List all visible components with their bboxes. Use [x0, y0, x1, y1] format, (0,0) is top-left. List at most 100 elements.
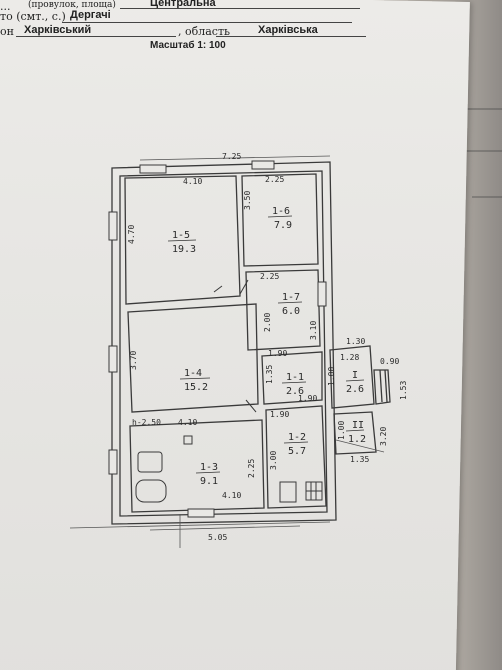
room-labels: 1-5 19.3 1-6 7.9 1-7 6.0 1-4 15.2 1-1 2.… — [167, 206, 366, 487]
window — [108, 449, 118, 475]
underline — [216, 36, 366, 37]
room-number: 1-3 — [200, 462, 218, 473]
dim-label: 1.90 — [268, 349, 287, 358]
room-area: 6.0 — [282, 306, 300, 317]
dim-label: 1.53 — [399, 381, 408, 400]
window — [139, 164, 167, 174]
dim-label: 3.10 — [309, 321, 318, 340]
room-area: 2.6 — [346, 384, 364, 395]
fixtures — [135, 279, 323, 503]
dim-label: 1.35 — [265, 365, 274, 384]
dim-label: 3.00 — [269, 451, 278, 470]
steps-outline — [373, 369, 391, 405]
scale-label: Масштаб 1: 100 — [150, 40, 226, 51]
dim-label: 1.28 — [340, 353, 359, 362]
background-rack — [466, 150, 502, 152]
room-1-3-outline — [129, 419, 265, 513]
dim-label: 0.90 — [380, 357, 399, 366]
room-divider — [267, 215, 293, 218]
room-number: I — [352, 370, 358, 381]
header-town-value: Дергачі — [70, 9, 111, 21]
room-number: 1-5 — [172, 230, 190, 241]
windows — [108, 160, 327, 518]
dim-label: h-2.50 — [132, 418, 161, 427]
underline — [16, 36, 176, 37]
header-district-value: Харківський — [24, 24, 92, 36]
dimension-line — [149, 525, 301, 531]
site-lines — [69, 155, 385, 548]
room-divider — [283, 441, 309, 444]
dim-label: 1.30 — [346, 337, 365, 346]
underline — [62, 22, 352, 23]
bathtub-icon — [135, 479, 167, 503]
room-area: 5.7 — [288, 446, 306, 457]
step-line — [384, 369, 388, 403]
window — [108, 211, 118, 241]
chimney-icon — [183, 435, 193, 445]
room-divider — [195, 471, 221, 474]
dim-label: 4.10 — [178, 418, 197, 427]
dim-label: 1.35 — [350, 455, 369, 464]
porch-i-outline — [329, 345, 375, 409]
dim-label: 2.25 — [260, 272, 279, 281]
background-rack — [472, 196, 502, 198]
header-street-caption: (провулок, площа) — [28, 0, 116, 10]
window — [108, 345, 118, 373]
room-divider — [179, 377, 211, 380]
header-district-caption: он — [0, 25, 14, 38]
room-1-2-outline — [265, 405, 327, 509]
room-1-5-outline — [124, 175, 241, 305]
room-area: 1.2 — [348, 434, 366, 445]
room-divider — [277, 301, 303, 304]
stove-icon — [279, 481, 297, 503]
dim-label: 3.20 — [379, 427, 388, 446]
dim-label: 2.00 — [263, 313, 272, 332]
dim-label: 4.10 — [183, 177, 202, 186]
room-number: 1-6 — [272, 206, 290, 217]
dimension-line — [139, 155, 331, 161]
dim-label: 2.25 — [265, 175, 284, 184]
door-arc — [245, 399, 257, 413]
room-1-7-outline — [245, 269, 321, 351]
dim-label: 3.70 — [129, 351, 138, 370]
header-region-value: Харківська — [258, 24, 318, 36]
dim-overall-top: 7.25 — [222, 152, 241, 161]
room-number: 1-7 — [282, 292, 300, 303]
ground-line — [335, 439, 385, 453]
window — [187, 508, 215, 518]
room-number: 1-1 — [286, 372, 304, 383]
door-arc — [213, 285, 223, 293]
room-1-1-outline — [261, 351, 323, 405]
room-number: 1-2 — [288, 432, 306, 443]
dim-label: 1.90 — [298, 394, 317, 403]
dim-label: 1.90 — [270, 410, 289, 419]
porch-ii-outline — [333, 411, 377, 455]
dim-label: 4.70 — [127, 225, 136, 244]
room-area: 15.2 — [184, 382, 208, 393]
room-1-4-outline — [127, 303, 259, 413]
outer-wall — [111, 161, 337, 525]
room-number: 1-4 — [184, 368, 202, 379]
dim-overall-bottom: 5.05 — [208, 533, 227, 542]
room-area: 19.3 — [172, 244, 196, 255]
room-area: 7.9 — [274, 220, 292, 231]
header-town-caption: то (смт., с.) — [0, 10, 66, 23]
dim-label: 3.50 — [243, 191, 252, 210]
window — [251, 160, 275, 170]
step-line — [379, 369, 383, 403]
sink-icon — [137, 451, 163, 473]
ground-line — [69, 521, 331, 529]
room-number: II — [352, 420, 364, 431]
header-street-value: Центральна — [150, 0, 216, 9]
room-divider — [281, 381, 307, 384]
document-header: ... (провулок, площа) Центральна то (смт… — [0, 0, 502, 60]
inner-wall — [119, 170, 328, 517]
header-street-prefix: ... — [0, 0, 11, 13]
underline — [120, 8, 360, 9]
background-rack — [462, 108, 502, 110]
dim-label: 2.25 — [247, 459, 256, 478]
room-divider — [167, 239, 197, 242]
room-divider — [345, 429, 365, 432]
